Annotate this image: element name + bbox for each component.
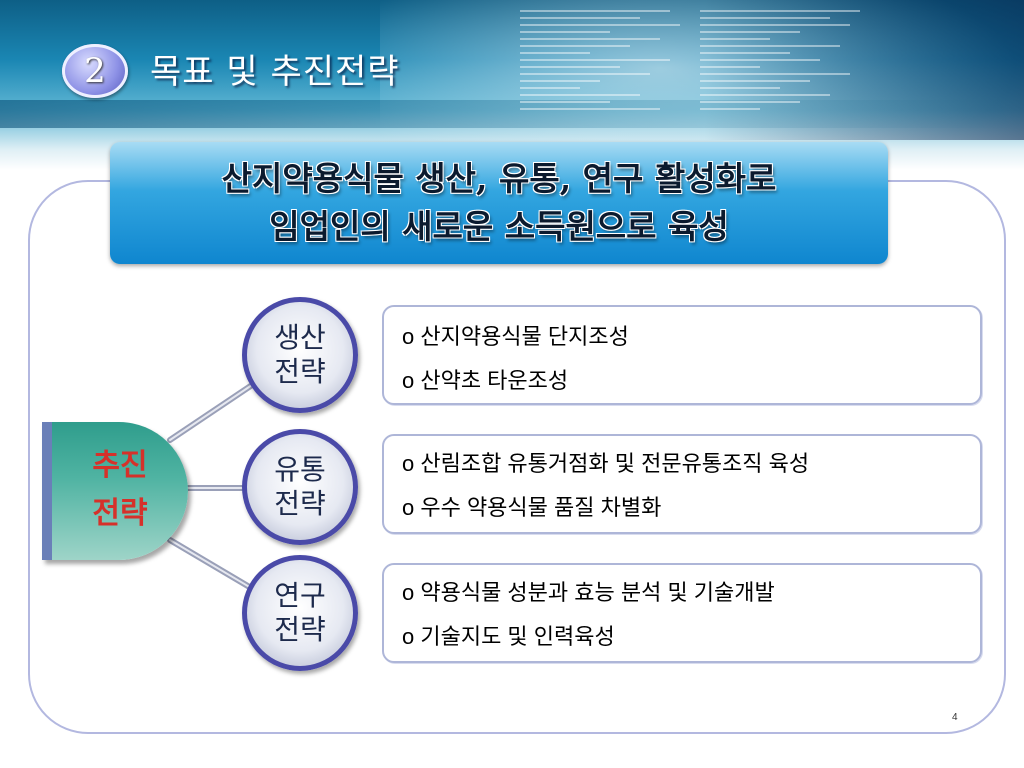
section-number-badge: 2 xyxy=(62,44,128,98)
page-number: 4 xyxy=(952,712,958,723)
strategy-node-research: 연구 전략 xyxy=(242,555,358,671)
page-title: 목표 및 추진전략 xyxy=(150,52,400,92)
goal-line-2: 임업인의 새로운 소득원으로 육성 xyxy=(269,207,729,246)
strategy-detail-box-research: o 약용식물 성분과 효능 분석 및 기술개발 o 기술지도 및 인력육성 xyxy=(382,563,982,663)
strategy-detail-box-production: o 산지약용식물 단지조성 o 산약초 타운조성 xyxy=(382,305,982,405)
goal-line-1: 산지약용식물 생산, 유통, 연구 활성화로 xyxy=(221,159,777,198)
header-band xyxy=(0,0,1024,170)
header-stripe xyxy=(0,100,1024,128)
strategy-node-production: 생산 전략 xyxy=(242,297,358,413)
strategy-detail-box-distribution: o 산림조합 유통거점화 및 전문유통조직 육성 o 우수 약용식물 품질 차별… xyxy=(382,434,982,534)
root-line-1: 추진 xyxy=(92,448,148,483)
root-line-2: 전략 xyxy=(92,496,148,531)
decorative-code-lines xyxy=(520,10,690,130)
strategy-label-2: 전략 xyxy=(274,355,326,388)
strategy-label-2: 전략 xyxy=(274,613,326,646)
goal-banner: 산지약용식물 생산, 유통, 연구 활성화로 임업인의 새로운 소득원으로 육성 xyxy=(110,142,888,264)
strategy-label-1: 유통 xyxy=(274,453,326,486)
detail-item: o 산약초 타운조성 xyxy=(402,368,569,393)
strategy-label-1: 생산 xyxy=(274,321,326,354)
root-node: 추진 전략 xyxy=(42,422,188,560)
detail-item: o 우수 약용식물 품질 차별화 xyxy=(402,495,662,520)
detail-item: o 기술지도 및 인력육성 xyxy=(402,624,615,649)
strategy-label-1: 연구 xyxy=(274,579,326,612)
strategy-label-2: 전략 xyxy=(274,487,326,520)
detail-item: o 산지약용식물 단지조성 xyxy=(402,324,629,349)
strategy-node-distribution: 유통 전략 xyxy=(242,429,358,545)
detail-item: o 약용식물 성분과 효능 분석 및 기술개발 xyxy=(402,580,775,605)
detail-item: o 산림조합 유통거점화 및 전문유통조직 육성 xyxy=(402,451,810,476)
decorative-code-lines xyxy=(700,10,870,130)
